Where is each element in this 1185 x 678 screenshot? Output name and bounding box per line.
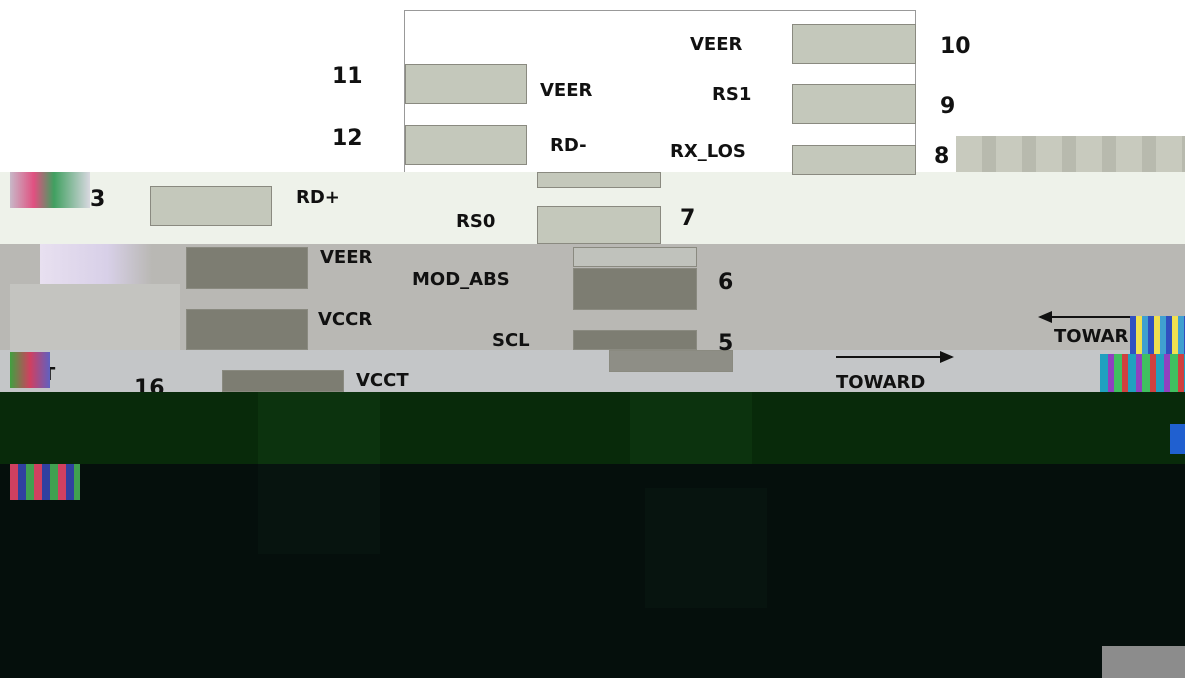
signal-label-9: RS1 <box>712 84 752 105</box>
signal-label-5: SCL <box>492 330 530 351</box>
pad-ghost-3 <box>258 464 380 554</box>
glitch-block-1 <box>10 172 90 208</box>
pad-12 <box>405 125 527 165</box>
band-mid-gray <box>0 350 1185 392</box>
pad-shifted-top <box>537 172 661 188</box>
toward-label-right: TOWAR <box>1054 326 1129 347</box>
glitch-block-6 <box>1100 354 1185 392</box>
pad-6 <box>573 268 697 310</box>
signal-label-12: RD- <box>550 135 587 156</box>
pin-number-7: 7 <box>680 206 696 231</box>
pad-ghost-1 <box>258 392 380 464</box>
glitch-block-8 <box>10 464 80 500</box>
pad-9 <box>792 84 916 124</box>
pad-8 <box>792 145 916 175</box>
glitch-block-5 <box>1130 316 1185 354</box>
glitch-block-2 <box>956 136 1185 172</box>
pad-5-shifted <box>609 350 733 372</box>
glitch-block-3 <box>40 244 152 284</box>
glitch-block-7 <box>10 352 50 388</box>
pad-5 <box>573 330 697 350</box>
pin-number-6: 6 <box>718 270 734 295</box>
pin-number-16-partial: 16 <box>134 378 165 392</box>
pad-10 <box>792 24 916 64</box>
glitch-block-4 <box>10 284 180 350</box>
pad-16 <box>222 370 344 392</box>
signal-label-15: VCCR <box>318 309 373 330</box>
corner-block <box>1102 646 1185 678</box>
signal-label-11: VEER <box>540 80 593 101</box>
toward-label-left: TOWARD <box>836 374 926 392</box>
arrow-left <box>1038 311 1185 323</box>
signal-label-10: VEER <box>690 34 743 55</box>
pin-number-5: 5 <box>718 331 734 356</box>
pin-number-9: 9 <box>940 94 956 119</box>
pad-13 <box>150 186 272 226</box>
pad-6-top <box>573 247 697 267</box>
pin-number-11: 11 <box>332 64 363 89</box>
pin-number-10: 10 <box>940 34 971 59</box>
pin-number-13: 3 <box>90 187 106 212</box>
signal-label-13: RD+ <box>296 187 340 208</box>
signal-label-16: VCCT <box>356 372 409 391</box>
arrow-right <box>836 351 954 363</box>
pad-ghost-4 <box>645 488 767 608</box>
signal-label-14: VEER <box>320 247 373 268</box>
signal-label-8: RX_LOS <box>670 141 746 162</box>
pad-ghost-2 <box>630 392 752 464</box>
pin-number-12: 12 <box>332 126 363 151</box>
pad-7 <box>537 206 661 244</box>
pad-11 <box>405 64 527 104</box>
glitch-block-9 <box>1170 424 1185 454</box>
pad-15 <box>186 309 308 350</box>
band-black <box>0 464 1185 678</box>
band-dark-green <box>0 392 1185 464</box>
pad-14 <box>186 247 308 289</box>
signal-label-7: RS0 <box>456 211 496 232</box>
pin-number-8-partial: 8 <box>934 144 950 169</box>
signal-label-6: MOD_ABS <box>412 269 510 290</box>
